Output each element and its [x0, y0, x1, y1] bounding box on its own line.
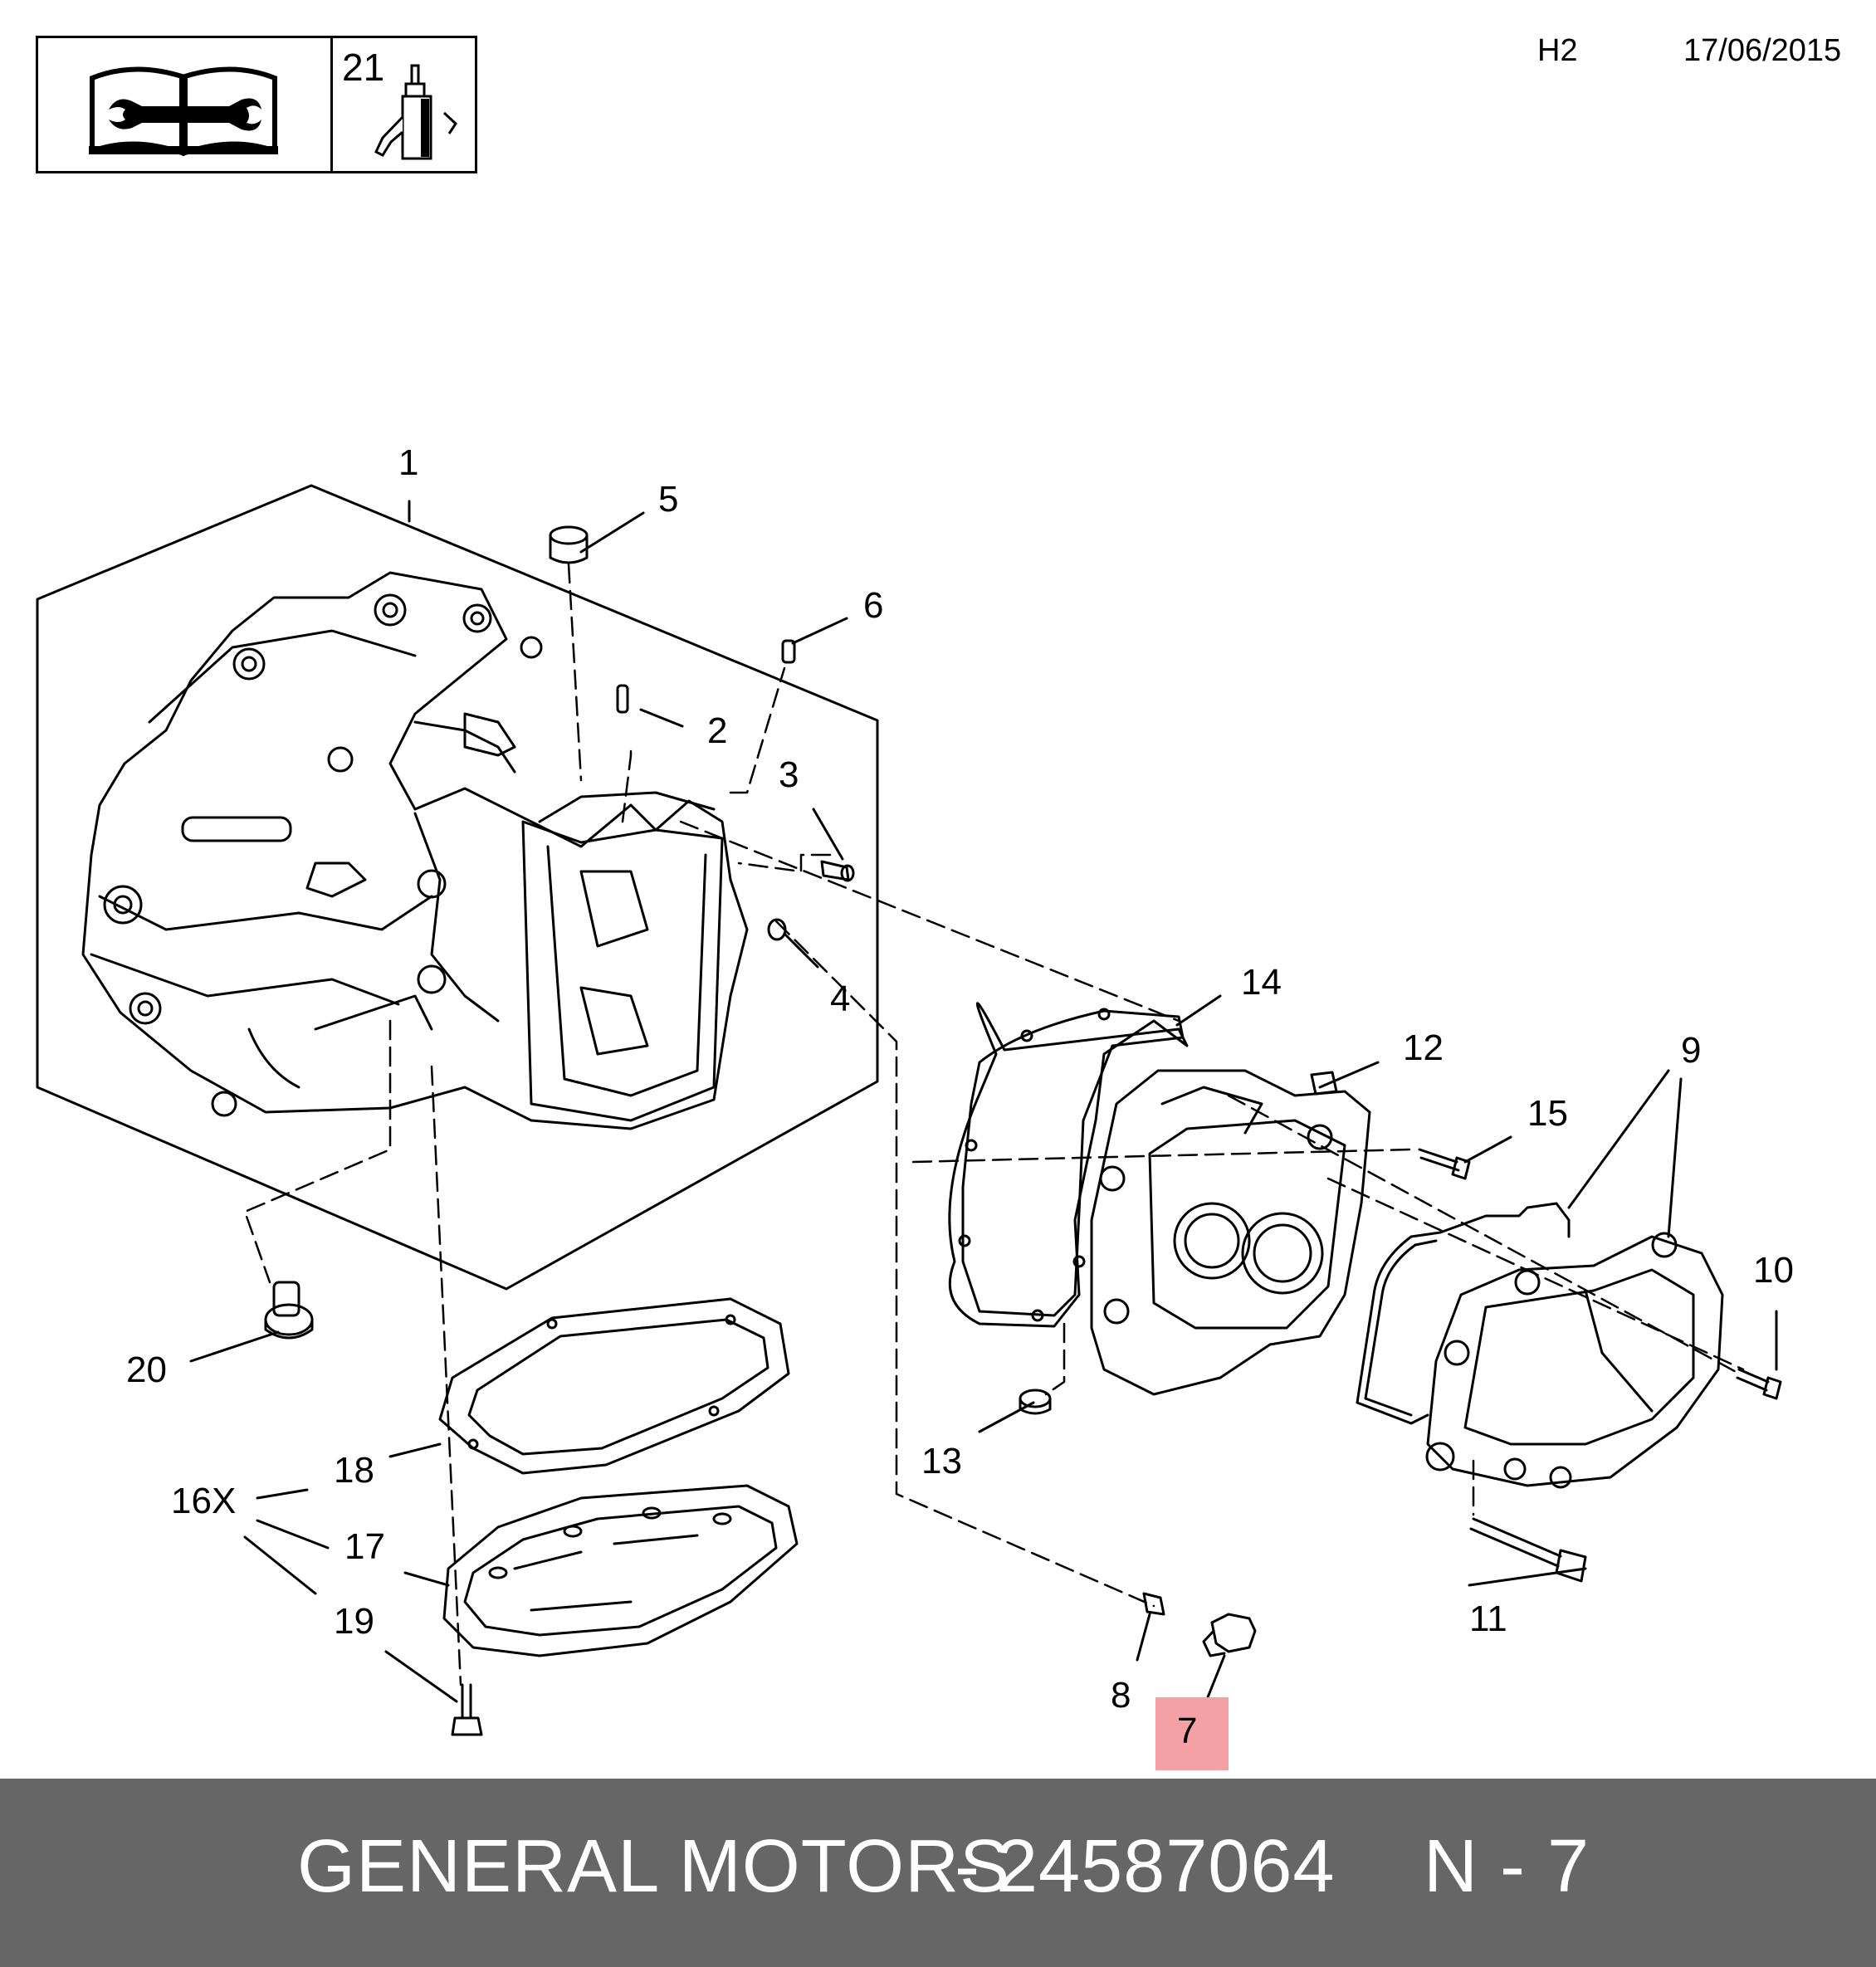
part-15-bolt: [1418, 1148, 1471, 1180]
callout-13: 13: [921, 1441, 962, 1481]
part-8-pin: [1142, 1592, 1165, 1616]
callout-12: 12: [1403, 1027, 1444, 1068]
callout-4: 4: [830, 979, 850, 1019]
footer-part-number: 24587064: [996, 1825, 1336, 1908]
diagram-date: 17/06/2015: [1683, 33, 1842, 68]
part-6-dowel-pin: [781, 639, 796, 664]
part-2-dowel-pin: [616, 684, 629, 714]
part-14-gasket: [948, 1002, 1189, 1328]
callout-6: 6: [863, 585, 883, 626]
callout-2: 2: [707, 710, 727, 751]
part-20-plug: [264, 1281, 314, 1340]
assembly-group-outline: [36, 484, 879, 1291]
callout-11: 11: [1469, 1598, 1507, 1639]
part-10-bolt: [1736, 1368, 1782, 1400]
callout-18: 18: [334, 1450, 374, 1491]
repair-manual-icon: [89, 66, 278, 157]
callout-10: 10: [1753, 1250, 1794, 1291]
footer-brand: GENERAL MOTORS: [297, 1825, 1011, 1908]
callout-14: 14: [1241, 962, 1282, 1003]
callout-7: 7: [1177, 1711, 1197, 1751]
part-5-plug: [549, 525, 589, 564]
part-19-bolt: [451, 1683, 483, 1736]
part-11-bolt: [1469, 1517, 1587, 1583]
legend-qty-label: 21: [342, 46, 385, 89]
part-3-bushing: [820, 860, 855, 882]
callout-1: 1: [398, 442, 418, 483]
callout-19: 19: [334, 1601, 374, 1642]
callout-9: 9: [1681, 1030, 1701, 1071]
part-7-drain-plug: [1202, 1613, 1257, 1657]
callout-20: 20: [126, 1350, 167, 1390]
part-12-end-housing: [1090, 1069, 1371, 1396]
footer-reference: N - 7: [1424, 1825, 1590, 1908]
header-divider: [330, 38, 333, 171]
part-9-seal: [1356, 1202, 1571, 1425]
transmission-housing-part: [81, 571, 749, 1130]
callout-17: 17: [344, 1526, 385, 1567]
callout-8: 8: [1111, 1675, 1131, 1716]
callout-16x: 16X: [171, 1481, 236, 1521]
part-18-gasket: [438, 1297, 790, 1475]
callout-3: 3: [779, 754, 799, 795]
footer-bar: GENERAL MOTORS - 24587064 N - 7: [0, 1779, 1876, 1967]
diagram-code: H2: [1537, 33, 1578, 68]
part-17-oil-pan: [442, 1484, 799, 1657]
header-legend-box: 21: [36, 36, 477, 173]
callout-5: 5: [658, 479, 678, 520]
exploded-parts-diagram: 1 2 3 4 5 6 7 8 9 10 11 12 13 14 15 16X …: [36, 442, 1794, 1770]
part-9-cover: [1425, 1232, 1724, 1489]
highlight-callout-7: [1155, 1697, 1229, 1770]
callout-15: 15: [1527, 1093, 1568, 1134]
footer-separator: -: [955, 1825, 980, 1908]
lubricant-bottle-icon: [374, 64, 457, 160]
